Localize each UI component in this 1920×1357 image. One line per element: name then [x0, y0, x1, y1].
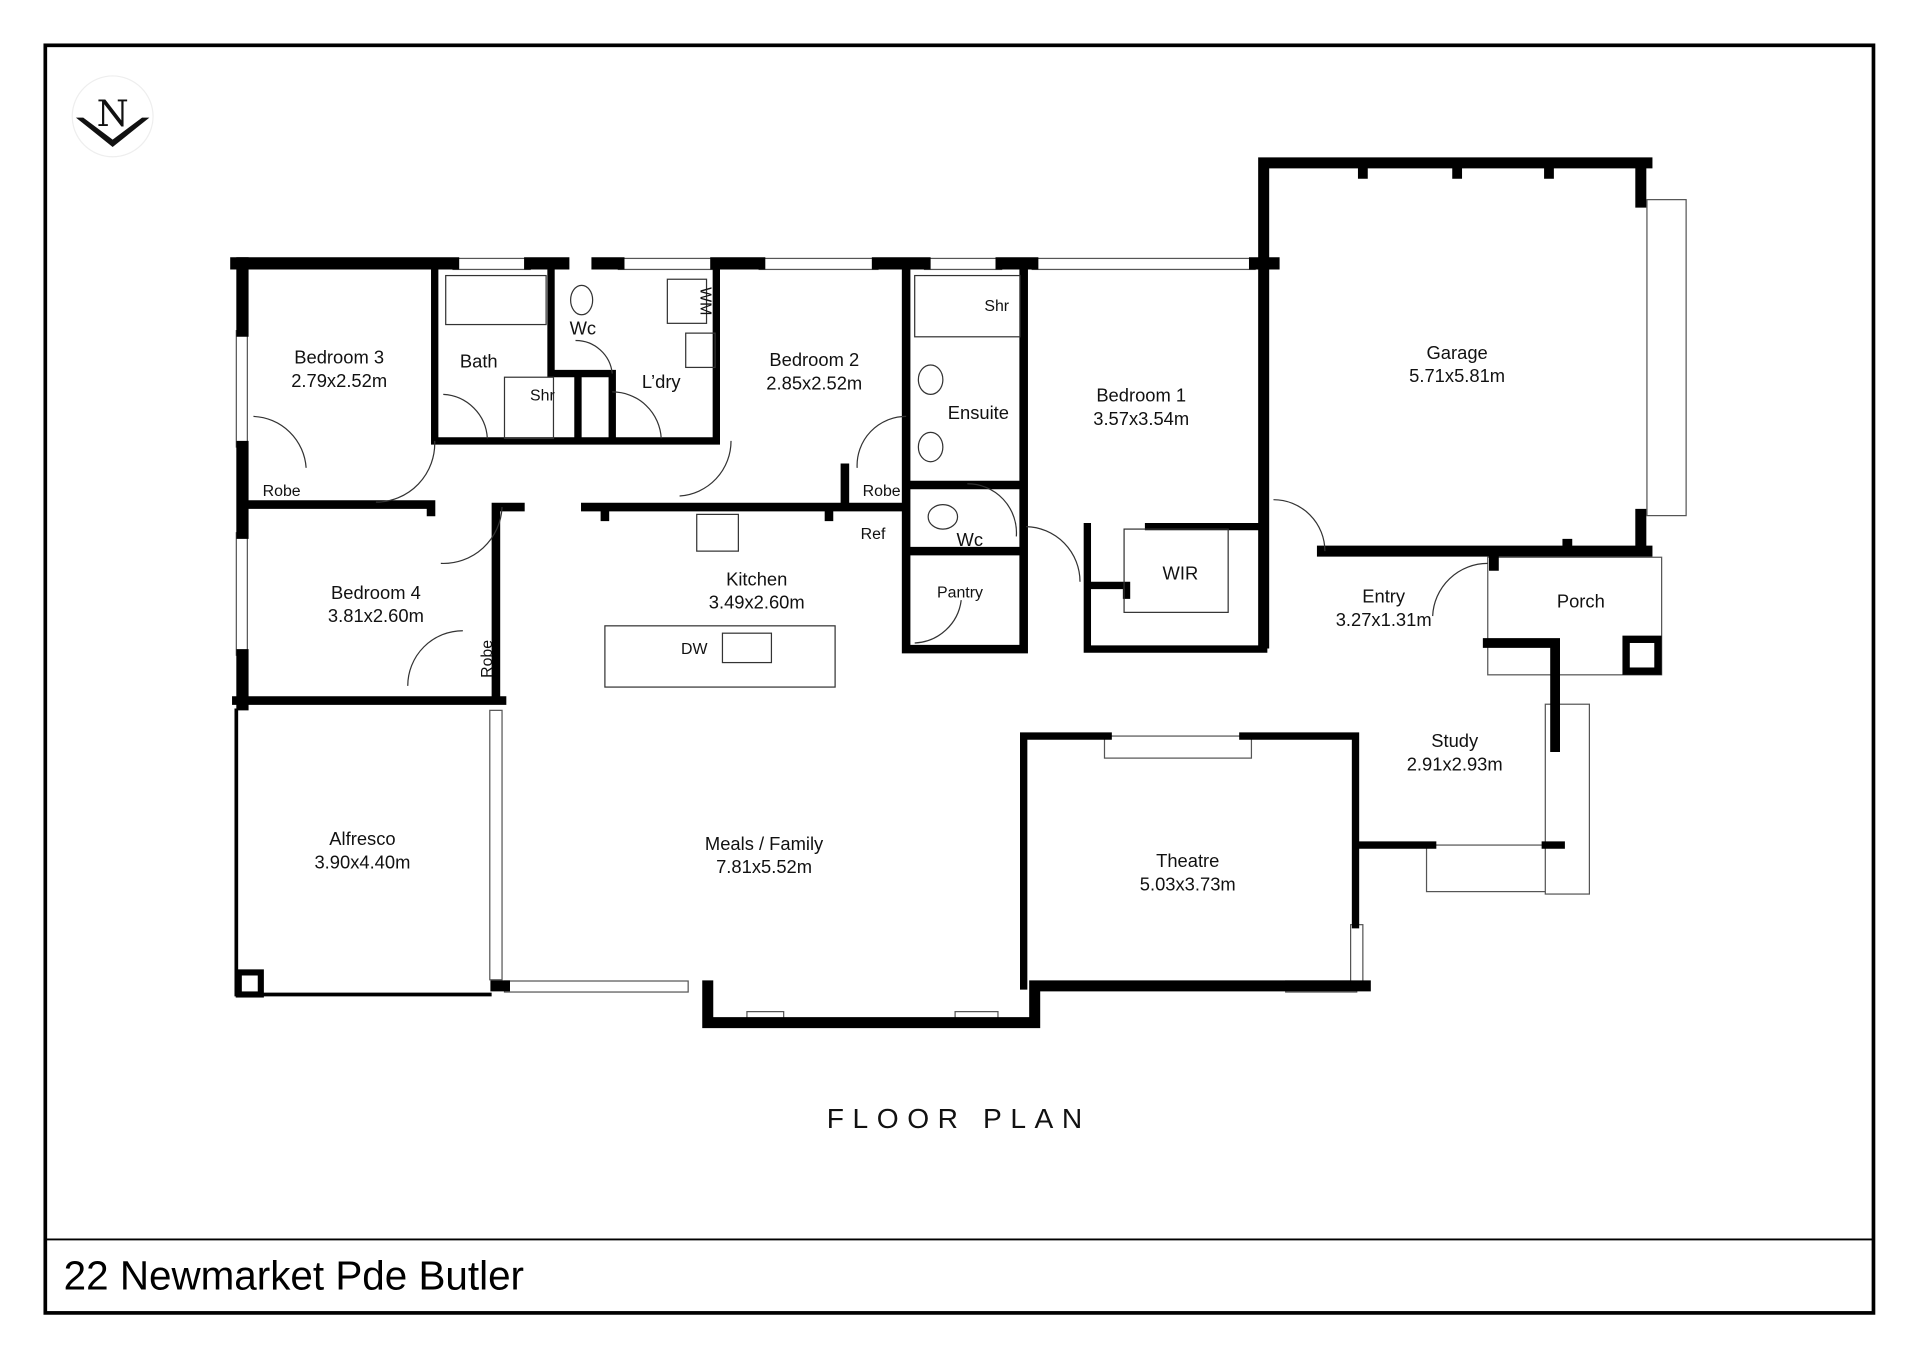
plan-title: FLOOR PLAN — [827, 1103, 1091, 1134]
room-wc-ensuite: Wc — [957, 529, 984, 550]
room-kitchen: Kitchen 3.49x2.60m — [709, 568, 805, 612]
bath-shower-label: Shr — [530, 387, 555, 404]
room-ensuite: Ensuite — [948, 402, 1009, 423]
room-bedroom-3: Bedroom 3 2.79x2.52m — [291, 347, 387, 391]
room-meals-family: Meals / Family 7.81x5.52m — [705, 833, 824, 877]
room-bedroom-1: Bedroom 1 3.57x3.54m — [1093, 385, 1189, 429]
room-theatre: Theatre 5.03x3.73m — [1140, 850, 1236, 894]
svg-text:Study: Study — [1431, 730, 1479, 751]
room-bedroom-2: Bedroom 2 2.85x2.52m — [766, 349, 862, 393]
svg-text:Bedroom 3: Bedroom 3 — [294, 347, 384, 368]
svg-text:3.57x3.54m: 3.57x3.54m — [1093, 408, 1189, 429]
svg-text:3.90x4.40m: 3.90x4.40m — [314, 851, 410, 872]
svg-text:2.91x2.93m: 2.91x2.93m — [1407, 753, 1503, 774]
svg-text:Meals / Family: Meals / Family — [705, 833, 824, 854]
property-address: 22 Newmarket Pde Butler — [64, 1253, 524, 1299]
fridge-label: Ref — [861, 526, 886, 543]
dishwasher-label: DW — [681, 641, 708, 658]
room-wc: Wc — [570, 317, 597, 338]
room-entry: Entry 3.27x1.31m — [1336, 586, 1432, 630]
svg-text:3.81x2.60m: 3.81x2.60m — [328, 605, 424, 626]
page-frame — [43, 43, 1876, 1315]
svg-text:Bedroom 2: Bedroom 2 — [769, 349, 859, 370]
robe-bedroom-2: Robe — [863, 483, 901, 500]
svg-text:2.85x2.52m: 2.85x2.52m — [766, 372, 862, 393]
room-wir: WIR — [1163, 562, 1199, 583]
svg-text:5.03x3.73m: 5.03x3.73m — [1140, 873, 1236, 894]
room-bath: Bath — [460, 350, 498, 371]
windows — [235, 199, 1687, 1024]
room-garage: Garage 5.71x5.81m — [1409, 342, 1505, 386]
room-porch: Porch — [1557, 590, 1605, 611]
svg-text:Kitchen: Kitchen — [726, 568, 787, 589]
svg-text:7.81x5.52m: 7.81x5.52m — [716, 856, 812, 877]
svg-text:Garage: Garage — [1427, 342, 1488, 363]
room-pantry: Pantry — [937, 585, 983, 602]
ensuite-shower-label: Shr — [984, 298, 1009, 315]
svg-text:3.27x1.31m: 3.27x1.31m — [1336, 609, 1432, 630]
svg-text:Bedroom 1: Bedroom 1 — [1096, 385, 1186, 406]
room-laundry: L’dry — [642, 371, 682, 392]
svg-text:2.79x2.52m: 2.79x2.52m — [291, 370, 387, 391]
room-study: Study 2.91x2.93m — [1407, 730, 1503, 774]
svg-text:Theatre: Theatre — [1156, 850, 1219, 871]
room-alfresco: Alfresco 3.90x4.40m — [314, 828, 410, 872]
fixtures — [253, 274, 1488, 688]
walls — [230, 157, 1653, 1029]
svg-text:Bedroom 4: Bedroom 4 — [331, 582, 421, 603]
north-arrow-icon: N — [71, 75, 154, 158]
svg-text:Entry: Entry — [1362, 586, 1406, 607]
svg-text:3.49x2.60m: 3.49x2.60m — [709, 592, 805, 613]
room-bedroom-4: Bedroom 4 3.81x2.60m — [328, 582, 424, 626]
svg-text:5.71x5.81m: 5.71x5.81m — [1409, 365, 1505, 386]
washing-machine-label: WM — [696, 287, 713, 315]
robe-bedroom-4: Robe — [479, 640, 496, 678]
north-label: N — [97, 92, 129, 135]
post — [235, 969, 264, 998]
post — [1622, 635, 1662, 675]
svg-text:Alfresco: Alfresco — [329, 828, 395, 849]
robe-bedroom-3: Robe — [263, 483, 301, 500]
